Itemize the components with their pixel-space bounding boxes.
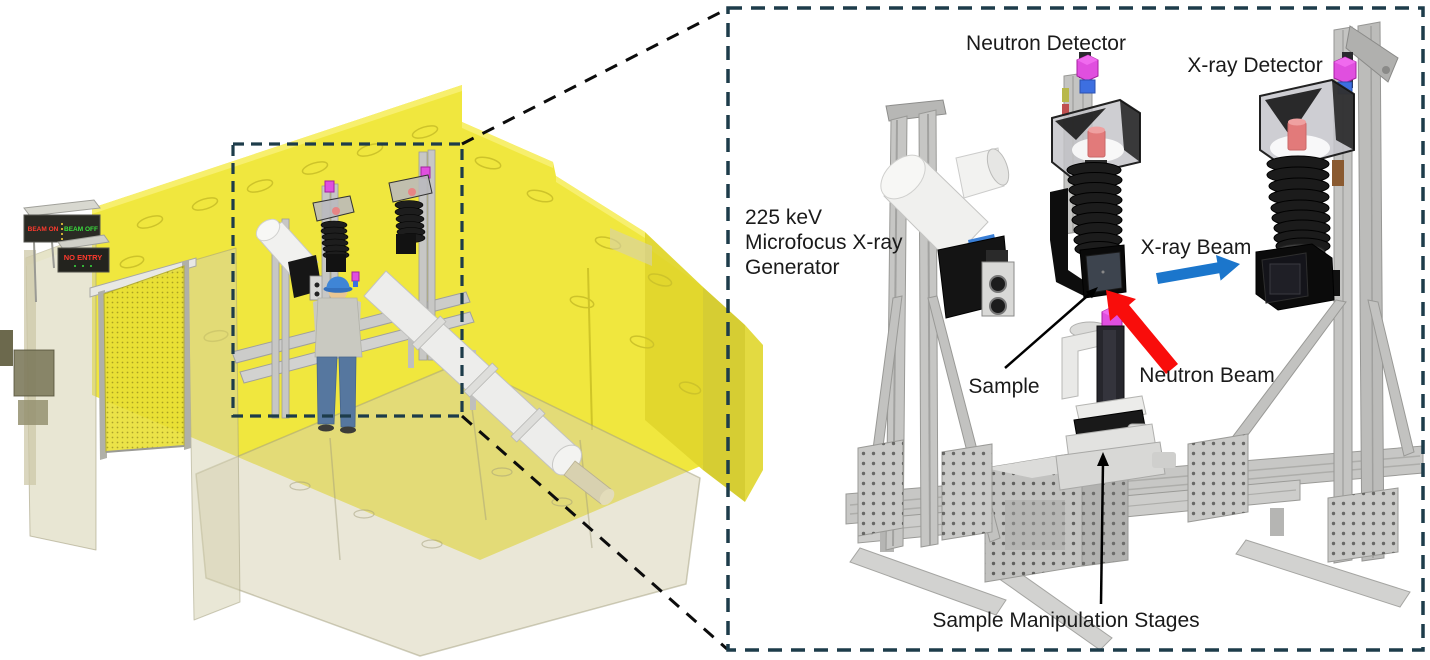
- wall-cabinets: [0, 250, 55, 485]
- neutron-flight-tube: [363, 270, 615, 505]
- beam-off-text: BEAM OFF: [64, 226, 98, 233]
- beam-on-text: BEAM ON: [28, 226, 59, 233]
- xray-generator-render: [857, 99, 1015, 551]
- detail-panel-border: [726, 6, 1425, 652]
- detail-panel-render: [726, 6, 1425, 652]
- generator-label-line1: 225 keV: [745, 206, 823, 229]
- mesh-door: [89, 257, 197, 460]
- generator-label-line2: Microfocus X-ray: [745, 231, 903, 254]
- stages-pointer-arrow: [1097, 452, 1109, 605]
- neutron-beam-arrow: [1106, 290, 1178, 374]
- neutron-beam-label: Neutron Beam: [1139, 364, 1275, 387]
- selection-box: [231, 142, 464, 418]
- xray-detector-label: X-ray Detector: [1187, 54, 1323, 77]
- xray-beam-label: X-ray Beam: [1140, 236, 1252, 259]
- overview-render: BEAM ON BEAM OFF NO ENTRY: [0, 7, 763, 657]
- no-entry-text: NO ENTRY: [64, 253, 102, 262]
- neutron-detector-render: [1050, 52, 1141, 299]
- xray-detector-render: [1187, 21, 1415, 564]
- front-walls: [25, 228, 701, 657]
- generator-label: 225 keV Microfocus X-ray Generator: [745, 205, 903, 280]
- no-entry-sign: NO ENTRY: [57, 234, 110, 273]
- xray-beam-arrow: [1156, 255, 1240, 284]
- sample-pointer-line: [1004, 287, 1098, 369]
- generator-label-line3: Generator: [745, 256, 840, 279]
- connector-line-top: [461, 7, 728, 146]
- sample-stages-label: Sample Manipulation Stages: [932, 609, 1200, 632]
- sample-label: Sample: [968, 375, 1040, 398]
- neutron-detector-label: Neutron Detector: [966, 32, 1126, 55]
- sample-tower-render: [1055, 306, 1176, 491]
- connector-line-bottom: [461, 414, 728, 651]
- person: [313, 276, 363, 434]
